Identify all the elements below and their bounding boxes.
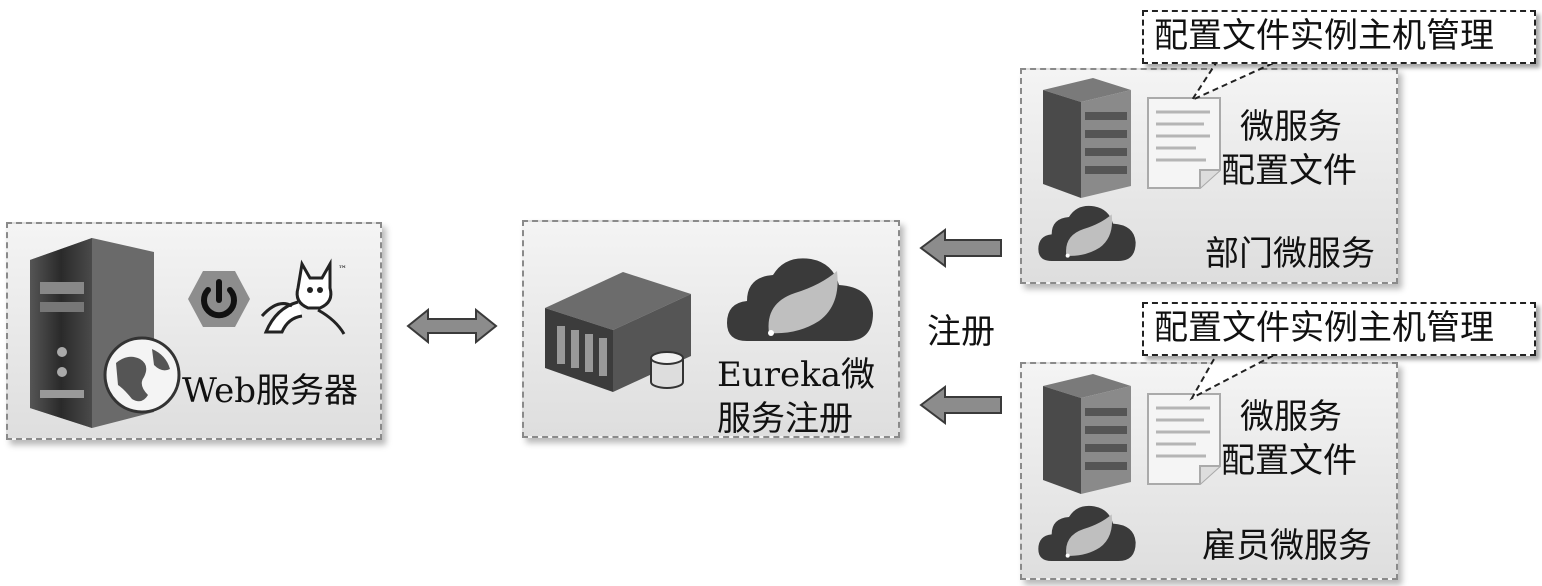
bidirectional-arrow (406, 307, 498, 345)
svg-text:™: ™ (338, 265, 347, 275)
web-server-label: Web服务器 (182, 371, 359, 411)
instance-management-callout: 配置文件实例主机管理 (1142, 302, 1536, 356)
spring-cloud-icon (1038, 505, 1136, 561)
config-label-line2: 配置文件 (1221, 151, 1357, 191)
config-label-line1: 微服务 (1240, 397, 1342, 437)
config-file-icon (1147, 393, 1221, 485)
spring-cloud-icon (1038, 205, 1136, 261)
tomcat-icon: ™ (260, 258, 347, 335)
register-label: 注册 (927, 312, 995, 352)
service-name-label: 部门微服务 (1205, 234, 1375, 274)
register-arrow-top (919, 228, 1002, 268)
config-label-line2: 配置文件 (1221, 441, 1357, 481)
service-server-icon (1043, 78, 1131, 198)
instance-management-callout: 配置文件实例主机管理 (1142, 10, 1536, 64)
service-server-icon (1043, 374, 1131, 494)
config-label-line1: 微服务 (1240, 107, 1342, 147)
eureka-label-line1: Eureka微 (717, 355, 875, 395)
register-arrow-bottom (919, 385, 1002, 425)
service-name-label: 雇员微服务 (1202, 526, 1372, 566)
rack-server-icon (545, 272, 691, 392)
eureka-label-line2: 服务注册 (717, 399, 853, 439)
config-file-icon (1147, 97, 1221, 189)
globe-icon (103, 336, 181, 414)
spring-boot-power-icon (188, 271, 250, 327)
spring-cloud-icon (727, 258, 873, 341)
